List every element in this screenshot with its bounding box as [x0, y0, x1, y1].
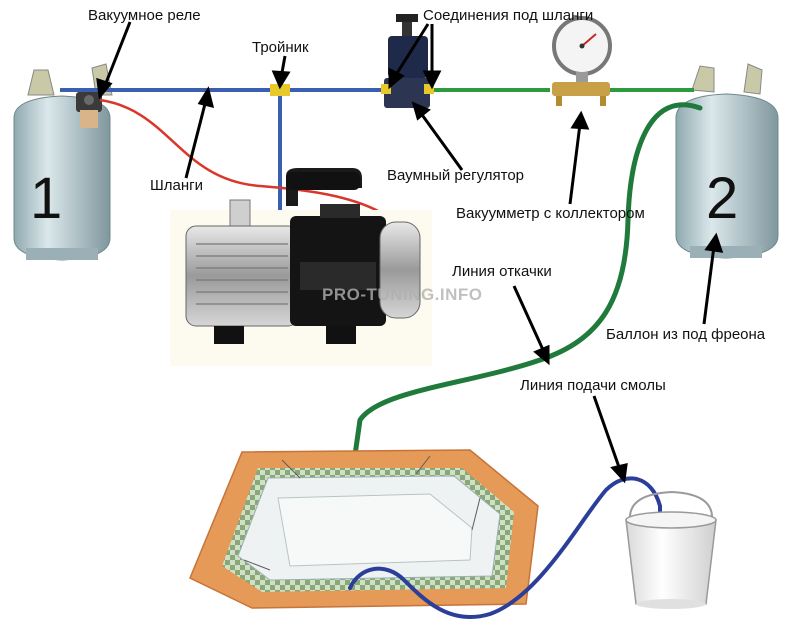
arrow-hoses [184, 99, 208, 179]
resin-bucket [625, 490, 717, 609]
arrow-vacuum-regulator [418, 111, 464, 171]
cylinder-number-1: 1 [30, 166, 62, 231]
gas-cylinder-icon [27, 69, 55, 96]
vacuum-pipe-blue [60, 88, 390, 210]
resin-feed-hose [348, 476, 662, 620]
label-evacuation-line: Линия откачки [452, 263, 552, 280]
arrow-gauge-manifold [568, 123, 582, 205]
label-resin-feed-line: Линия подачи смолы [520, 377, 666, 394]
arrow-freon-cylinder [702, 245, 716, 325]
arrow-hose-connection-1 [392, 23, 430, 79]
pointer-arrows [96, 21, 724, 484]
mold-layup [189, 449, 539, 609]
gauge-manifold [552, 16, 612, 106]
arrow-vacuum-relay [102, 21, 132, 89]
arrow-evacuation-line [512, 285, 546, 353]
arrow-resin-feed-line [592, 395, 622, 471]
label-vacuum-relay: Вакуумное реле [88, 7, 201, 24]
vacuum-relay-valve [76, 92, 102, 128]
label-hose-connections: Соединения под шланги [423, 7, 593, 24]
tee-fitting [270, 84, 290, 96]
watermark: PRO-TUNING.INFO [322, 285, 483, 304]
evacuation-line-hose [351, 102, 703, 465]
label-hoses: Шланги [150, 177, 203, 194]
label-gauge-manifold: Вакуумметр с коллектором [456, 205, 645, 222]
label-tee: Тройник [252, 39, 309, 56]
gas-cylinder-1: 1 [13, 63, 113, 261]
vacuum-pump [170, 168, 432, 366]
label-freon-cylinder: Баллон из под фреона [606, 326, 766, 343]
cylinder-number-2: 2 [706, 166, 738, 231]
electric-cable [99, 98, 381, 214]
label-vacuum-regulator: Ваумный регулятор [387, 167, 524, 184]
gas-cylinder-2: 2 [675, 63, 779, 259]
resin-bucket-icon [625, 519, 717, 605]
